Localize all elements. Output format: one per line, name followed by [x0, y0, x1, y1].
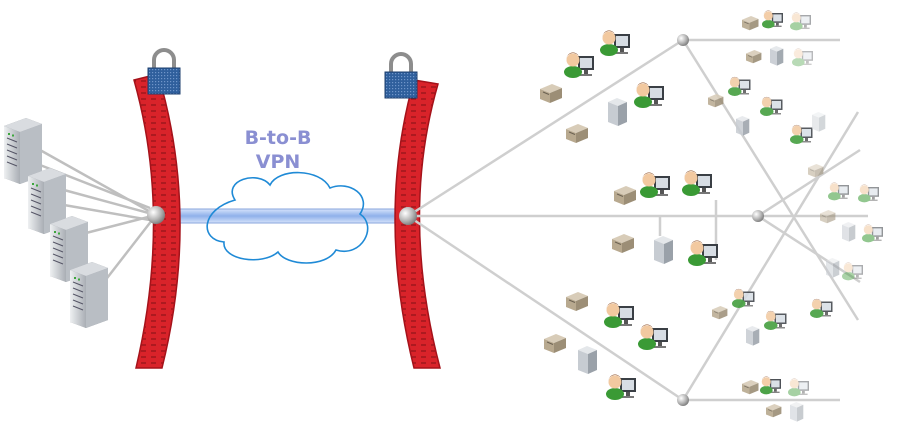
server-icon: [69, 261, 109, 329]
printer-icon: [539, 83, 563, 104]
user-workstation-icon: [760, 376, 781, 395]
pc-tower-icon: [736, 116, 750, 136]
pc-tower-icon: [578, 346, 597, 374]
user-workstation-icon: [640, 172, 670, 198]
vpn-tunnel: [155, 208, 409, 224]
printer-icon: [543, 333, 567, 354]
user-workstation-icon: [564, 52, 594, 78]
pc-tower-icon: [608, 98, 627, 126]
vpn-label-line2: VPN: [255, 151, 301, 173]
pc-tower-icon: [746, 326, 760, 346]
printer-icon: [613, 185, 637, 206]
user-workstation-icon: [600, 30, 630, 56]
user-workstation-icon: [688, 240, 718, 266]
pc-tower-icon: [654, 236, 673, 264]
user-workstation-icon: [634, 82, 664, 108]
user-workstation-icon: [732, 288, 755, 308]
printer-icon: [711, 305, 728, 320]
user-workstation-icon: [790, 12, 811, 31]
network-hub-icon: [399, 207, 417, 225]
workstation-cluster-lower: [543, 291, 668, 400]
user-workstation-icon: [810, 298, 833, 318]
user-workstation-icon: [828, 182, 849, 201]
printer-icon: [765, 403, 782, 418]
user-workstation-icon: [682, 170, 712, 196]
workstation-cluster-middle: [611, 170, 718, 266]
network-hub-icon: [752, 210, 764, 222]
workstation-cluster-upper: [539, 30, 664, 144]
pc-tower-icon: [812, 112, 826, 132]
user-workstation-icon: [790, 124, 813, 144]
printer-icon: [611, 233, 635, 254]
printer-icon: [565, 123, 589, 144]
vpn-label-line1: B-to-B: [244, 127, 312, 149]
printer-icon: [819, 209, 836, 224]
printer-icon: [741, 15, 759, 31]
printer-icon: [745, 49, 762, 64]
pc-tower-icon: [770, 46, 784, 66]
network-hub-icon: [677, 394, 689, 406]
network-hub-icon: [147, 206, 165, 224]
network-hub-icon: [677, 34, 689, 46]
user-workstation-icon: [762, 10, 783, 29]
pc-tower-icon: [790, 402, 804, 422]
padlock-icon: [384, 52, 418, 99]
cloud-icon: [206, 171, 369, 264]
printer-icon: [741, 379, 759, 395]
user-workstation-icon: [792, 48, 813, 67]
user-workstation-icon: [858, 184, 879, 203]
pc-tower-icon: [842, 222, 856, 242]
user-workstation-icon: [862, 224, 883, 243]
user-workstation-icon: [604, 302, 634, 328]
printer-icon: [707, 93, 724, 108]
user-workstation-icon: [788, 378, 809, 397]
user-workstation-icon: [728, 76, 751, 96]
user-workstation-icon: [638, 324, 668, 350]
pc-tower-icon: [826, 258, 840, 278]
user-workstation-icon: [764, 310, 787, 330]
printer-icon: [565, 291, 589, 312]
server-group: [3, 117, 109, 329]
user-workstation-icon: [760, 96, 783, 116]
firewall-right: [394, 79, 441, 369]
padlock-icon: [147, 48, 181, 95]
user-workstation-icon: [606, 374, 636, 400]
